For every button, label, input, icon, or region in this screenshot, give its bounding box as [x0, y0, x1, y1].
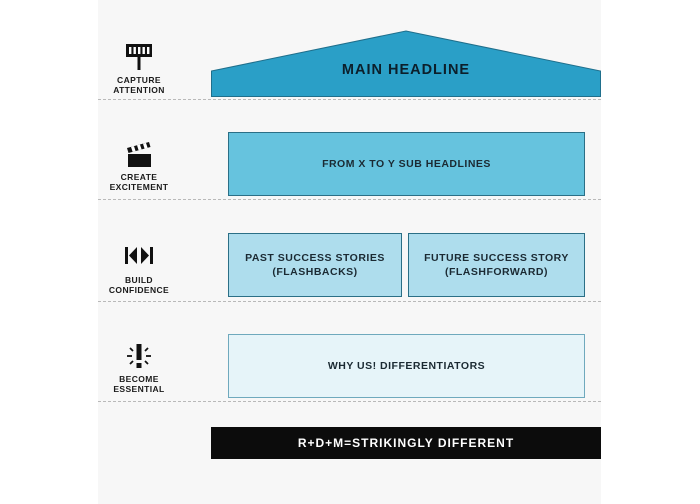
- stage-create-excitement: CREATE EXCITEMENT: [98, 140, 180, 192]
- foundation-text: R+D+M=STRIKINGLY DIFFERENT: [297, 436, 515, 450]
- differentiators-box: WHY US! DIFFERENTIATORS: [228, 334, 585, 398]
- rewind-fastforward-icon: [125, 247, 153, 264]
- differentiators-text: WHY US! DIFFERENTIATORS: [327, 360, 486, 372]
- main-headline-text: MAIN HEADLINE: [341, 62, 471, 78]
- row-divider: [98, 301, 601, 302]
- row-divider: [98, 99, 601, 100]
- stage-capture-attention: CAPTURE ATTENTION: [98, 43, 180, 95]
- past-stories-line: (FLASHBACKS): [272, 266, 358, 278]
- subheadline-box: FROM X TO Y SUB HEADLINES: [228, 132, 585, 196]
- stage-become-essential: BECOME ESSENTIAL: [98, 342, 180, 394]
- clapperboard-icon: [127, 142, 151, 167]
- roof-main-headline: [211, 30, 601, 97]
- stage-label-text: BECOME ESSENTIAL: [113, 374, 165, 394]
- stage-label-text: BUILD CONFIDENCE: [108, 275, 170, 295]
- future-success-story-box: FUTURE SUCCESS STORY (FLASHFORWARD): [408, 233, 585, 297]
- exclamation-burst-icon: [127, 344, 151, 368]
- future-story-line: FUTURE SUCCESS STORY: [424, 252, 569, 264]
- row-divider: [98, 199, 601, 200]
- past-success-stories-box: PAST SUCCESS STORIES (FLASHBACKS): [228, 233, 402, 297]
- subheadline-text: FROM X TO Y SUB HEADLINES: [322, 158, 491, 170]
- billboard-icon: [126, 44, 152, 70]
- foundation-bar: R+D+M=STRIKINGLY DIFFERENT: [211, 427, 601, 459]
- stage-label-text: CAPTURE ATTENTION: [113, 75, 165, 95]
- stage-label-text: CREATE EXCITEMENT: [109, 172, 169, 192]
- future-story-line: (FLASHFORWARD): [444, 266, 549, 278]
- row-divider: [98, 401, 601, 402]
- stage-build-confidence: BUILD CONFIDENCE: [98, 243, 180, 295]
- past-stories-line: PAST SUCCESS STORIES: [245, 252, 385, 264]
